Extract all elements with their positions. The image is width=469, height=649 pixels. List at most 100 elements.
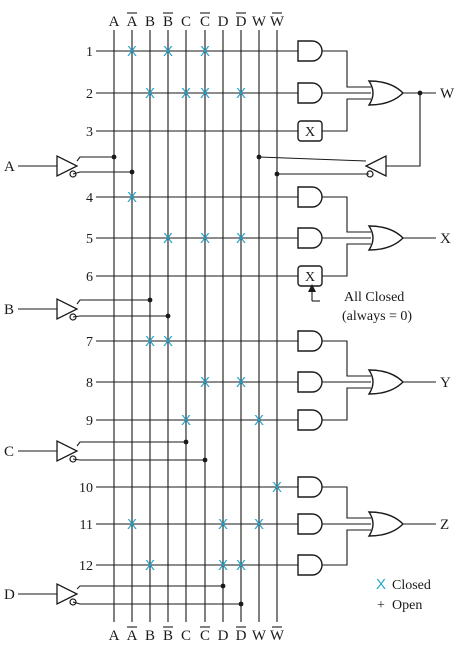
junction-dot	[202, 457, 208, 463]
buffer-triangle	[364, 154, 387, 178]
junction-dot	[129, 169, 135, 175]
or-input-wire	[322, 243, 371, 277]
junction-dot	[256, 154, 262, 160]
column-label-top: C	[200, 14, 210, 30]
closed-fuse-mark: X	[145, 333, 155, 350]
closed-fuse-mark: X	[200, 230, 210, 247]
complement-output-wire	[72, 601, 241, 605]
input-label: B	[4, 302, 14, 318]
junction-dot	[220, 583, 226, 589]
output-label: Z	[440, 517, 449, 533]
feedback-true-wire	[258, 156, 367, 162]
column-label-bottom: C	[200, 628, 210, 644]
row-number: 4	[86, 191, 93, 206]
row-number: 7	[86, 335, 93, 350]
column-label-bottom: D	[218, 628, 229, 644]
junction-dot	[147, 297, 153, 303]
closed-fuse-mark: X	[163, 333, 173, 350]
column-label-top: B	[145, 14, 155, 30]
closed-fuse-mark: X	[127, 43, 137, 60]
or-gate	[367, 225, 404, 251]
closed-fuse-mark: X	[127, 189, 137, 206]
column-label-top: D	[218, 14, 229, 30]
complement-output-wire	[72, 315, 168, 318]
junction-dot	[165, 313, 171, 319]
note-line-1: All Closed	[344, 290, 404, 305]
or-input-wire	[322, 98, 371, 132]
or-gate	[367, 369, 404, 395]
column-label-bottom: B	[145, 628, 155, 644]
closed-fuse-mark: X	[163, 43, 173, 60]
or-input-wire	[322, 486, 371, 519]
legend: X Closed + Open	[376, 576, 431, 613]
column-label-bottom: D	[236, 628, 247, 644]
output-label: X	[440, 231, 451, 247]
closed-fuse-mark: X	[236, 557, 246, 574]
junction-dot	[111, 154, 117, 160]
input-label: C	[4, 444, 14, 460]
feedback-wire	[386, 93, 421, 167]
true-output-wire	[76, 299, 150, 305]
true-output-wire	[76, 441, 186, 447]
complement-output-wire	[72, 458, 205, 461]
row-number: 1	[86, 45, 93, 60]
legend-open-symbol: +	[377, 598, 385, 613]
closed-fuse-mark: X	[200, 43, 210, 60]
and-gate	[297, 186, 323, 208]
input-label: D	[4, 587, 15, 603]
row-number: 5	[86, 232, 93, 247]
column-label-top: C	[181, 14, 191, 30]
closed-fuse-mark: X	[272, 479, 282, 496]
legend-open-label: Open	[392, 598, 422, 613]
closed-fuse-mark: X	[181, 85, 191, 102]
and-gate	[297, 82, 323, 104]
row-number: 12	[79, 559, 93, 574]
fixed-gate-label: X	[305, 270, 315, 285]
row-number: 10	[79, 481, 93, 496]
always-zero-note: All Closed (always = 0)	[308, 284, 412, 324]
column-label-bottom: W	[252, 628, 267, 644]
input-buffers: A B C D	[4, 154, 244, 607]
column-label-top: A	[127, 14, 138, 30]
column-label-top: A	[109, 14, 120, 30]
or-gate	[367, 511, 404, 537]
closed-fuse-mark: X	[145, 557, 155, 574]
closed-fuse-mark: X	[145, 85, 155, 102]
buffer-triangle	[56, 154, 79, 178]
or-gate	[367, 80, 404, 106]
row-number: 11	[80, 518, 93, 533]
or-input-wire	[322, 196, 371, 233]
closed-fuse-mark: X	[163, 230, 173, 247]
junction-dot	[238, 601, 244, 607]
and-gate	[297, 409, 323, 431]
column-label-bottom: C	[181, 628, 191, 644]
true-output-wire	[76, 156, 114, 162]
row-number: 9	[86, 414, 93, 429]
legend-closed-label: Closed	[392, 578, 431, 593]
or-input-wire	[322, 340, 371, 377]
column-label-bottom: A	[109, 628, 120, 644]
fixed-gate-label: X	[305, 125, 315, 140]
buffer-triangle	[56, 439, 79, 463]
buffer-triangle	[56, 297, 79, 321]
row-number: 2	[86, 87, 93, 102]
closed-fuse-mark: X	[236, 230, 246, 247]
column-label-bottom: A	[127, 628, 138, 644]
or-input-wire	[322, 50, 371, 88]
closed-fuse-mark: X	[236, 374, 246, 391]
legend-closed-symbol: X	[376, 576, 386, 593]
and-gate	[297, 227, 323, 249]
closed-fuse-mark: X	[218, 557, 228, 574]
and-gate	[297, 513, 323, 535]
closed-fuse-mark: X	[200, 85, 210, 102]
output-label: W	[440, 86, 455, 102]
closed-fuse-mark: X	[254, 412, 264, 429]
closed-fuse-mark: X	[127, 516, 137, 533]
and-gate	[297, 371, 323, 393]
input-label: A	[4, 159, 15, 175]
